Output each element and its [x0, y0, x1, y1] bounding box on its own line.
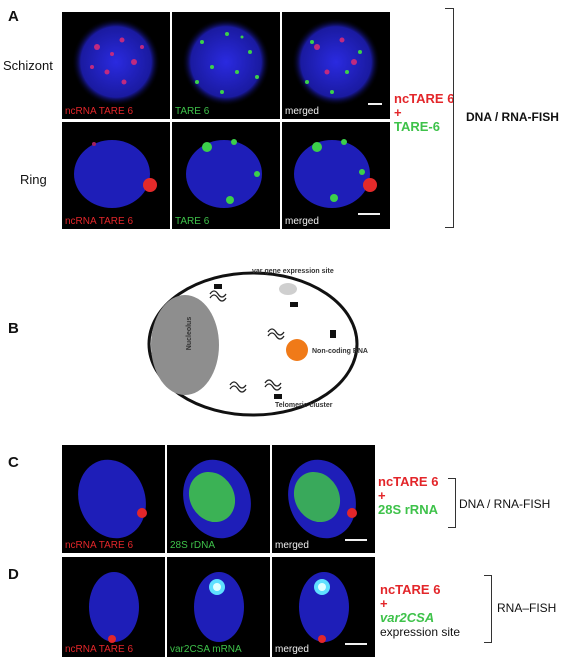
- panel-a-bracket: [445, 8, 454, 228]
- image-d-merged: merged: [272, 557, 375, 657]
- panel-a-letter: A: [8, 8, 19, 25]
- panel-d-letter: D: [8, 566, 19, 583]
- image-a-schizont-red: ncRNA TARE 6: [62, 12, 170, 119]
- image-a-schizont-merged: merged: [282, 12, 390, 119]
- scale-bar: [345, 643, 367, 645]
- panel-b-letter: B: [8, 320, 19, 337]
- image-a-ring-merged: merged: [282, 122, 390, 229]
- panel-a-bracket-label: DNA / RNA-FISH: [466, 110, 559, 124]
- row-label-ring: Ring: [20, 172, 47, 187]
- panel-c-side-label: ncTARE 6 + 28S rRNA: [378, 474, 439, 517]
- label-nucleolus: Nucleolus: [186, 316, 194, 351]
- label-non-coding-rna: Non-coding RNA: [312, 348, 368, 355]
- nucleus-diagram: Nucleolus var gene expression site Non-c…: [140, 260, 370, 420]
- image-a-ring-green: TARE 6: [172, 122, 280, 229]
- caption-a1-green: TARE 6: [175, 106, 210, 117]
- caption-d-green: var2CSA mRNA: [170, 644, 242, 655]
- caption-d-red: ncRNA TARE 6: [65, 644, 134, 655]
- caption-a2-merged: merged: [285, 216, 319, 227]
- scale-bar: [368, 103, 382, 105]
- panel-a-side-label: ncTARE 6 + TARE-6: [394, 91, 455, 134]
- scale-bar: [358, 213, 380, 215]
- caption-c-merged: merged: [275, 540, 309, 551]
- caption-a2-red: ncRNA TARE 6: [65, 216, 134, 227]
- caption-a1-red: ncRNA TARE 6: [65, 106, 134, 117]
- image-c-merged: merged: [272, 445, 375, 553]
- label-telomeric-cluster: Telomeric cluster: [275, 402, 333, 409]
- image-c-green: 28S rDNA: [167, 445, 270, 553]
- caption-c-red: ncRNA TARE 6: [65, 540, 134, 551]
- scale-bar: [345, 539, 367, 541]
- panel-d-side-label: ncTARE 6 + var2CSA expression site: [380, 582, 461, 640]
- label-var-gene-site: var gene expression site: [252, 268, 334, 275]
- caption-a2-green: TARE 6: [175, 216, 210, 227]
- image-d-green: var2CSA mRNA: [167, 557, 270, 657]
- panel-c-letter: C: [8, 454, 19, 471]
- caption-c-green: 28S rDNA: [170, 540, 216, 551]
- panel-d-bracket: [484, 575, 492, 643]
- caption-d-merged: merged: [275, 644, 309, 655]
- panel-d-bracket-label: RNA–FISH: [497, 601, 557, 615]
- image-a-schizont-green: TARE 6: [172, 12, 280, 119]
- image-d-red: ncRNA TARE 6: [62, 557, 165, 657]
- image-a-ring-red: ncRNA TARE 6: [62, 122, 170, 229]
- row-label-schizont: Schizont: [3, 58, 53, 73]
- panel-c-bracket: [448, 478, 456, 528]
- caption-a1-merged: merged: [285, 106, 319, 117]
- image-c-red: ncRNA TARE 6: [62, 445, 165, 553]
- panel-c-bracket-label: DNA / RNA-FISH: [459, 497, 551, 511]
